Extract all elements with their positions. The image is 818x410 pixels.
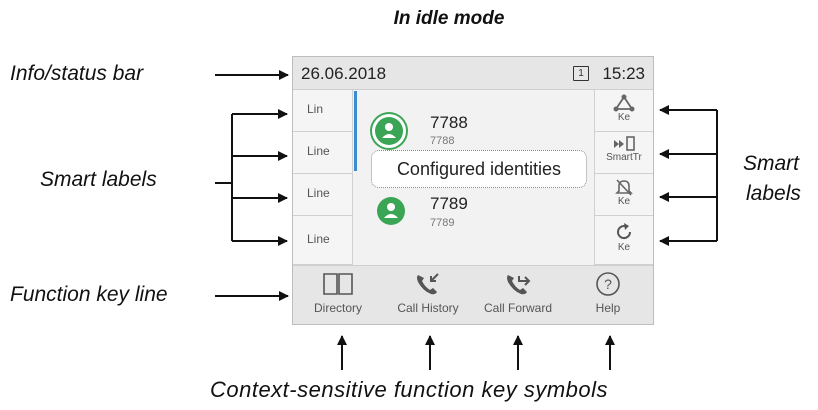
function-key-line: Directory Call History Call Forward ? He… (293, 265, 653, 324)
directory-button[interactable]: Directory (293, 266, 383, 324)
redial-icon (617, 223, 632, 240)
person-icon (384, 203, 398, 218)
diagram-title: In idle mode (393, 8, 505, 29)
call-forward-icon (507, 275, 531, 295)
bell-mute-icon (615, 179, 633, 196)
person-icon (382, 123, 396, 138)
line-key-3[interactable]: Line (293, 174, 353, 216)
svg-text:?: ? (604, 276, 612, 292)
status-date: 26.06.2018 (301, 64, 387, 83)
call-history-button[interactable]: Call History (383, 266, 473, 324)
help-button[interactable]: ? Help (563, 266, 653, 324)
transfer-icon (614, 136, 635, 151)
callout-info-status-bar: Info/status bar (10, 62, 144, 85)
callout-smart-labels-left: Smart labels (40, 168, 157, 191)
callout-context-symbols: Context-sensitive function key symbols (209, 377, 609, 402)
call-forward-button[interactable]: Call Forward (473, 266, 563, 324)
callout-smart-labels-right-1: Smart (743, 152, 800, 175)
identity-number-1: 7788 (430, 113, 468, 132)
callout-smart-labels-right-2: labels (746, 182, 801, 205)
callout-function-key-line: Function key line (10, 283, 168, 306)
smart-key-3[interactable]: Ke (594, 174, 653, 216)
line-key-4[interactable]: Line (293, 216, 353, 265)
configured-identities-tooltip: Configured identities (371, 150, 587, 188)
status-time: 15:23 (602, 64, 645, 83)
book-icon (323, 273, 353, 295)
help-icon: ? (596, 272, 620, 296)
identity-number-2: 7789 (430, 194, 468, 213)
selected-line-indicator (354, 91, 357, 171)
sim-icon: 1 (573, 66, 589, 81)
call-history-icon (417, 273, 439, 295)
identity-sub-1: 7788 (430, 135, 455, 147)
status-bar: 26.06.2018 1 15:23 (293, 57, 653, 90)
smart-key-4[interactable]: Ke (594, 216, 653, 265)
phone-screen: 26.06.2018 1 15:23 Lin Line Line Line Ke… (292, 56, 654, 325)
line-key-2[interactable]: Line (293, 132, 353, 174)
smart-key-1[interactable]: Ke (594, 90, 653, 132)
network-icon (613, 94, 635, 112)
smart-key-2[interactable]: SmartTr (594, 132, 653, 174)
identity-avatar-2 (377, 197, 405, 225)
identity-sub-2: 7789 (430, 217, 455, 229)
line-key-1[interactable]: Lin (293, 90, 353, 132)
identity-avatar-1 (375, 117, 403, 145)
